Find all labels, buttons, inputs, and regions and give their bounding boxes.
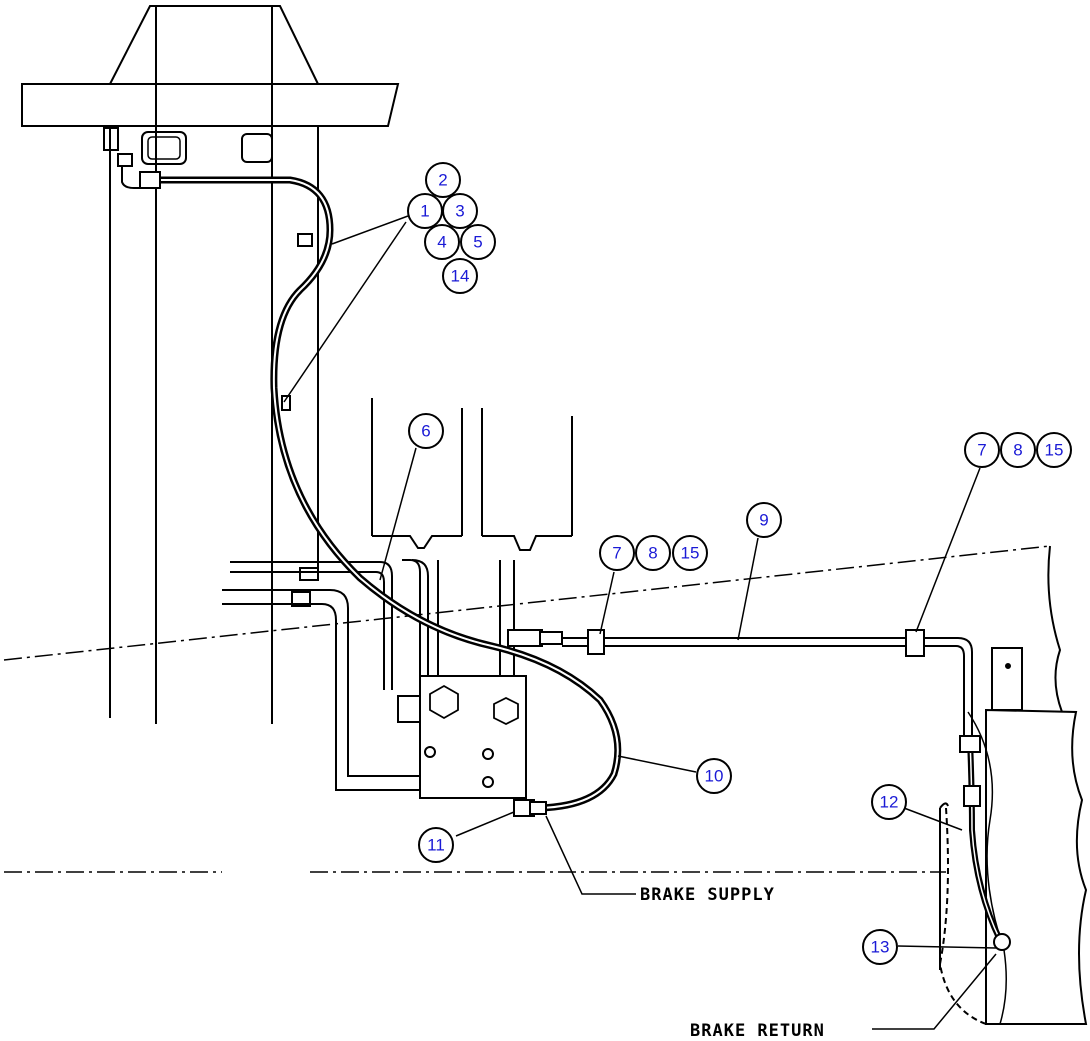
callout-10: 10	[696, 758, 732, 794]
callout-7b: 7	[964, 432, 1000, 468]
hose-main	[146, 176, 622, 812]
hose-fittings	[139, 171, 563, 817]
callout-9-text: 9	[759, 511, 768, 530]
callout-8a: 8	[635, 535, 671, 571]
hose-return	[959, 735, 1011, 951]
callout-2: 2	[425, 162, 461, 198]
callout-5-text: 5	[473, 233, 482, 252]
callout-10-text: 10	[705, 767, 724, 786]
callout-1: 1	[407, 193, 443, 229]
callout-12: 12	[871, 784, 907, 820]
brake-supply-label: BRAKE SUPPLY	[640, 885, 775, 905]
callout-8b-text: 8	[1013, 441, 1022, 460]
callout-13-text: 13	[871, 938, 890, 957]
callout-4-text: 4	[437, 233, 446, 252]
callout-14-text: 14	[451, 267, 470, 286]
callouts: 2 1 3 4 5 14 6 7 8 15 9 7 8 15 10 11 12 …	[407, 162, 1072, 965]
callout-11: 11	[418, 827, 454, 863]
callout-3: 3	[442, 193, 478, 229]
callout-3-text: 3	[455, 202, 464, 221]
callout-2-text: 2	[438, 171, 447, 190]
callout-15b-text: 15	[1045, 441, 1064, 460]
callout-6-text: 6	[421, 422, 430, 441]
callout-15b: 15	[1036, 432, 1072, 468]
callout-15a: 15	[672, 535, 708, 571]
reference-lines	[3, 545, 1051, 873]
callout-5: 5	[460, 224, 496, 260]
valve-pipes	[222, 559, 515, 791]
callout-7b-text: 7	[977, 441, 986, 460]
leader-lines	[283, 215, 997, 1030]
callout-12-text: 12	[880, 793, 899, 812]
brake-return-label: BRAKE RETURN	[690, 1021, 825, 1041]
callout-8b: 8	[1000, 432, 1036, 468]
callout-13: 13	[862, 929, 898, 965]
valve-housing	[371, 398, 573, 551]
callout-11-text: 11	[427, 836, 445, 855]
callout-6: 6	[408, 413, 444, 449]
callout-14: 14	[442, 258, 478, 294]
brake-valve-block	[419, 675, 527, 799]
callout-1-text: 1	[420, 202, 429, 221]
callout-7a-text: 7	[612, 544, 621, 563]
callout-8a-text: 8	[648, 544, 657, 563]
callout-15a-text: 15	[681, 544, 700, 563]
callout-9: 9	[746, 502, 782, 538]
callout-7a: 7	[599, 535, 635, 571]
brake-housing	[938, 545, 1088, 1025]
brake-tube	[562, 629, 973, 736]
callout-4: 4	[424, 224, 460, 260]
